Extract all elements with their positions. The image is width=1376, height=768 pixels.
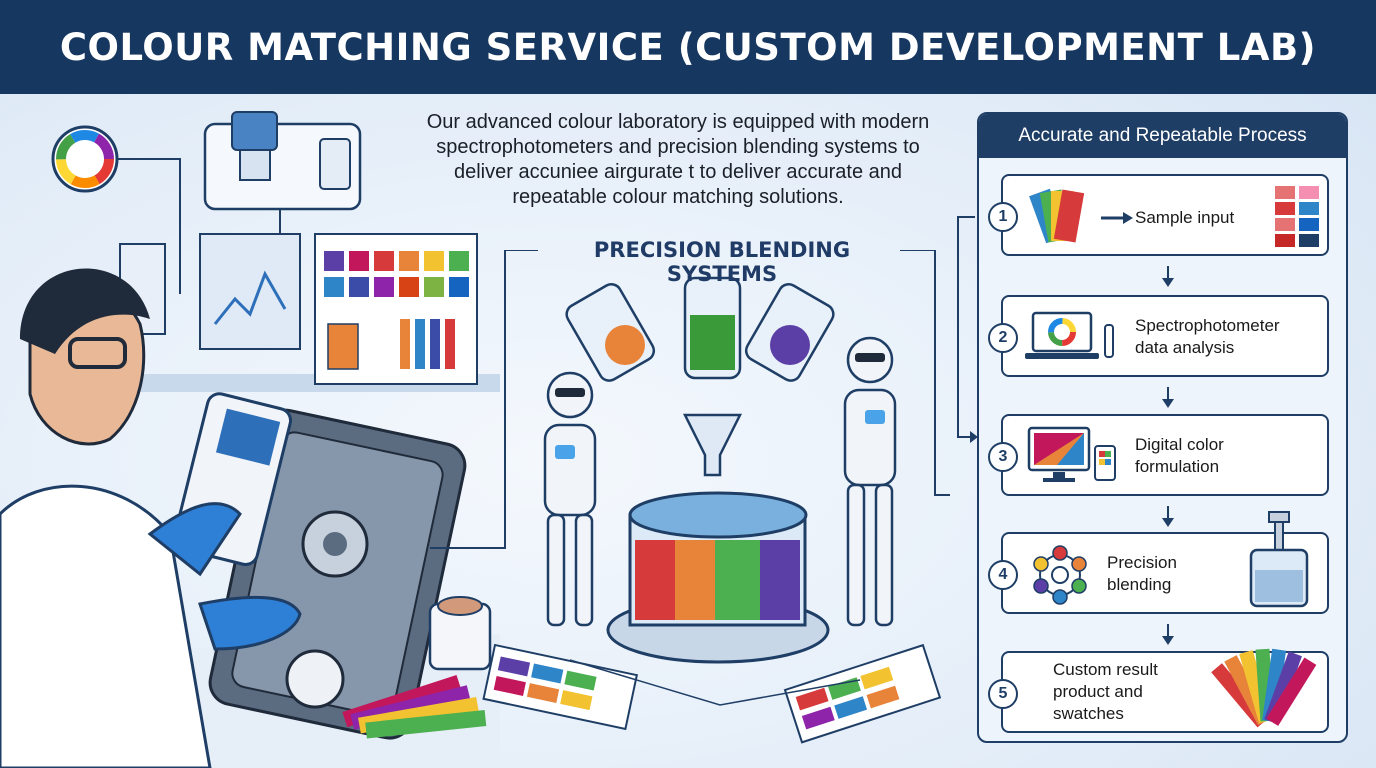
intro-line-1: Our advanced colour laboratory is equipp… [426, 111, 930, 133]
step-4-line-2: blending [1107, 575, 1172, 594]
step-number: 1 [988, 202, 1018, 232]
pouring-cup-center [683, 276, 742, 380]
down-arrow-icon [1161, 624, 1175, 646]
swatch-fan-icon [1029, 188, 1133, 244]
step-number: 5 [988, 679, 1018, 709]
process-step-3: 3 Digital color formulation [988, 414, 1329, 496]
blending-illustration [430, 250, 950, 744]
swatch-fan-icon [1211, 648, 1317, 728]
step-2-label: Spectrophotometer data analysis [1135, 315, 1280, 359]
blending-section-title: PRECISION BLENDING SYSTEMS [593, 238, 851, 286]
step-3-line-2: formulation [1135, 457, 1220, 476]
page-title: COLOUR MATCHING SERVICE (CUSTOM DEVELOPM… [59, 25, 1317, 69]
step-4-line-1: Precision [1107, 553, 1177, 572]
intro-paragraph: Our advanced colour laboratory is equipp… [378, 110, 978, 210]
lab-illustration [0, 111, 500, 768]
step-number: 2 [988, 323, 1018, 353]
process-step-4: 4 Precision blending [988, 511, 1329, 614]
step-5-line-3: swatches [1053, 704, 1124, 723]
monitor-icon [1027, 426, 1116, 482]
process-step-5: 5 Custom result product and swatches [988, 648, 1329, 733]
color-grid-icon [1275, 186, 1319, 247]
step-3-line-1: Digital color [1135, 435, 1224, 454]
step-2-line-1: Spectrophotometer [1135, 316, 1280, 335]
down-arrow-icon [1161, 506, 1175, 528]
intro-line-3: deliver accuniee airgurate t to deliver … [453, 161, 903, 183]
step-number: 3 [988, 442, 1018, 472]
pouring-cup-right [744, 283, 835, 382]
intro-line-4: repeatable colour matching solutions. [512, 186, 844, 208]
spectrophotometer-icon [203, 111, 362, 211]
page-header: COLOUR MATCHING SERVICE (CUSTOM DEVELOPM… [0, 0, 1376, 94]
color-wheel-icon [51, 125, 119, 193]
process-step-1: 1 Sample input [988, 174, 1329, 256]
step-5-line-2: product and [1053, 682, 1143, 701]
step-5-label: Custom result product and swatches [1053, 659, 1158, 725]
mixing-vessel-icon [606, 491, 830, 664]
robot-icon [543, 371, 597, 627]
robot-icon [843, 336, 897, 627]
step-5-line-1: Custom result [1053, 660, 1158, 679]
down-arrow-icon [1161, 266, 1175, 288]
pouring-cup-left [565, 283, 656, 382]
scientist-illustration [0, 268, 302, 768]
step-4-label: Precision blending [1107, 552, 1177, 596]
step-number: 4 [988, 560, 1018, 590]
laptop-icon [1025, 311, 1114, 359]
connector-arrow [957, 216, 978, 443]
down-arrow-icon [1161, 387, 1175, 409]
step-2-line-2: data analysis [1135, 338, 1235, 357]
blender-icon [1249, 511, 1309, 608]
process-step-2: 2 Spectrophotometer data analysis [988, 295, 1329, 377]
step-3-label: Digital color formulation [1135, 434, 1224, 478]
process-title: Accurate and Repeatable Process [979, 114, 1346, 158]
process-panel: Accurate and Repeatable Process 1 Sample… [977, 112, 1348, 743]
intro-line-2: spectrophotometers and precision blendin… [436, 136, 920, 158]
molecule-icon [1033, 545, 1087, 605]
step-1-label: Sample input [1135, 208, 1235, 227]
